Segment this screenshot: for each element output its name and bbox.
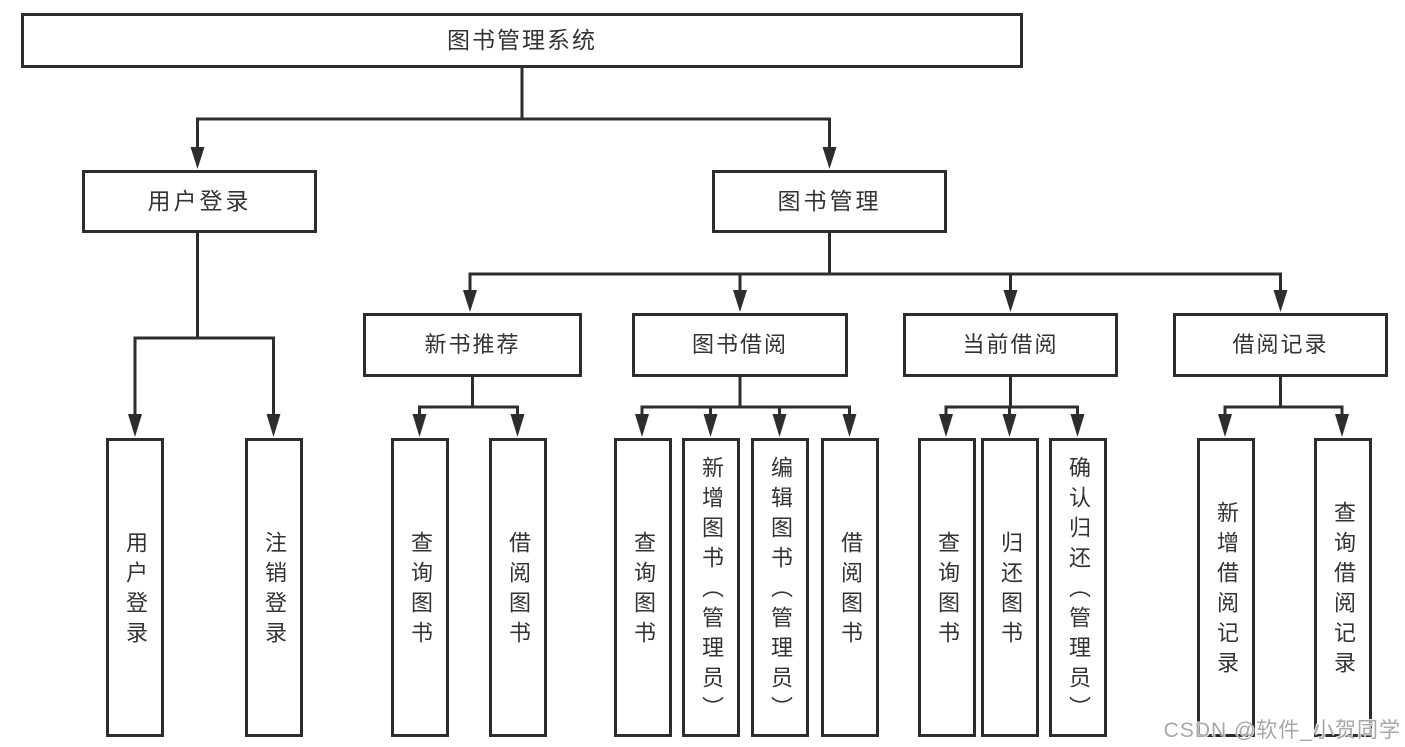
node-user-login: 用户登录 xyxy=(82,170,317,233)
node-book-management: 图书管理 xyxy=(712,170,947,233)
node-borrow-books-borrowing: 借阅图书 xyxy=(821,438,879,737)
node-logout-leaf: 注销登录 xyxy=(245,438,303,737)
node-edit-book-admin: 编辑图书（管理员） xyxy=(751,438,809,737)
node-library-management-system: 图书管理系统 xyxy=(21,13,1023,68)
node-current-borrowing: 当前借阅 xyxy=(903,313,1118,377)
node-borrow-records: 借阅记录 xyxy=(1173,313,1388,377)
node-add-book-admin: 新增图书（管理员） xyxy=(682,438,740,737)
node-borrow-books-recommend: 借阅图书 xyxy=(489,438,547,737)
node-add-borrow-record: 新增借阅记录 xyxy=(1197,438,1255,737)
node-confirm-return-admin: 确认归还（管理员） xyxy=(1049,438,1107,737)
node-book-borrowing: 图书借阅 xyxy=(632,313,848,377)
node-new-book-recommend: 新书推荐 xyxy=(363,313,582,377)
csdn-watermark: CSDN @软件_小贺同学 xyxy=(1163,719,1401,742)
node-query-books-current: 查询图书 xyxy=(918,438,976,737)
node-user-login-leaf: 用户登录 xyxy=(106,438,164,737)
node-query-borrow-record: 查询借阅记录 xyxy=(1314,438,1372,737)
node-query-books-recommend: 查询图书 xyxy=(391,438,449,737)
node-query-books-borrowing: 查询图书 xyxy=(614,438,672,737)
node-return-book: 归还图书 xyxy=(981,438,1039,737)
